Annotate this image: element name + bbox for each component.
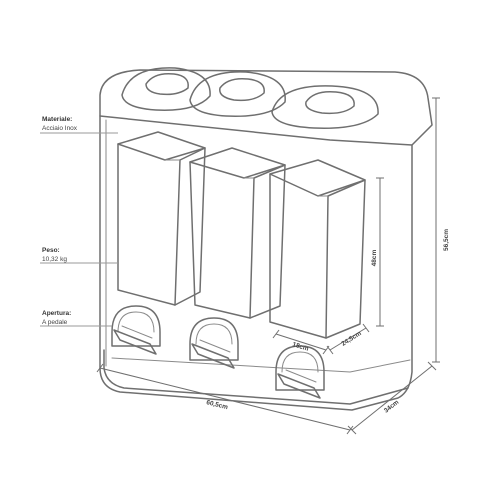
lid-left [121, 67, 211, 111]
opening-title: Apertura: [42, 310, 71, 317]
bin-width-label: 18cm [291, 341, 309, 353]
lid-middle [189, 71, 286, 117]
total-height-dimension [432, 97, 440, 363]
weight-value: 10,32 kg [42, 256, 67, 263]
total-width-label: 60,5cm [206, 399, 229, 411]
total-depth-dimension [347, 361, 437, 435]
total-height-label: 56,5cm [443, 229, 450, 251]
material-title: Materiale: [42, 116, 72, 123]
pedal-right [275, 345, 325, 399]
opening-value: A pedale [42, 319, 68, 326]
bin-body [99, 69, 433, 411]
pedal-middle [189, 317, 239, 369]
inner-bin-middle [189, 147, 286, 319]
bin-height-dimension [376, 177, 384, 327]
pedal-left [111, 305, 161, 355]
bin-height-label: 48cm [371, 249, 378, 266]
weight-title: Peso: [42, 247, 60, 254]
lid-right [271, 85, 379, 129]
bin-depth-dimension [326, 323, 370, 355]
material-value: Acciaio Inox [42, 125, 78, 132]
inner-bin-left [117, 131, 206, 306]
total-width-dimension [96, 363, 354, 435]
inner-bin-right [269, 159, 366, 339]
bin-depth-label: 24,5cm [340, 330, 363, 348]
